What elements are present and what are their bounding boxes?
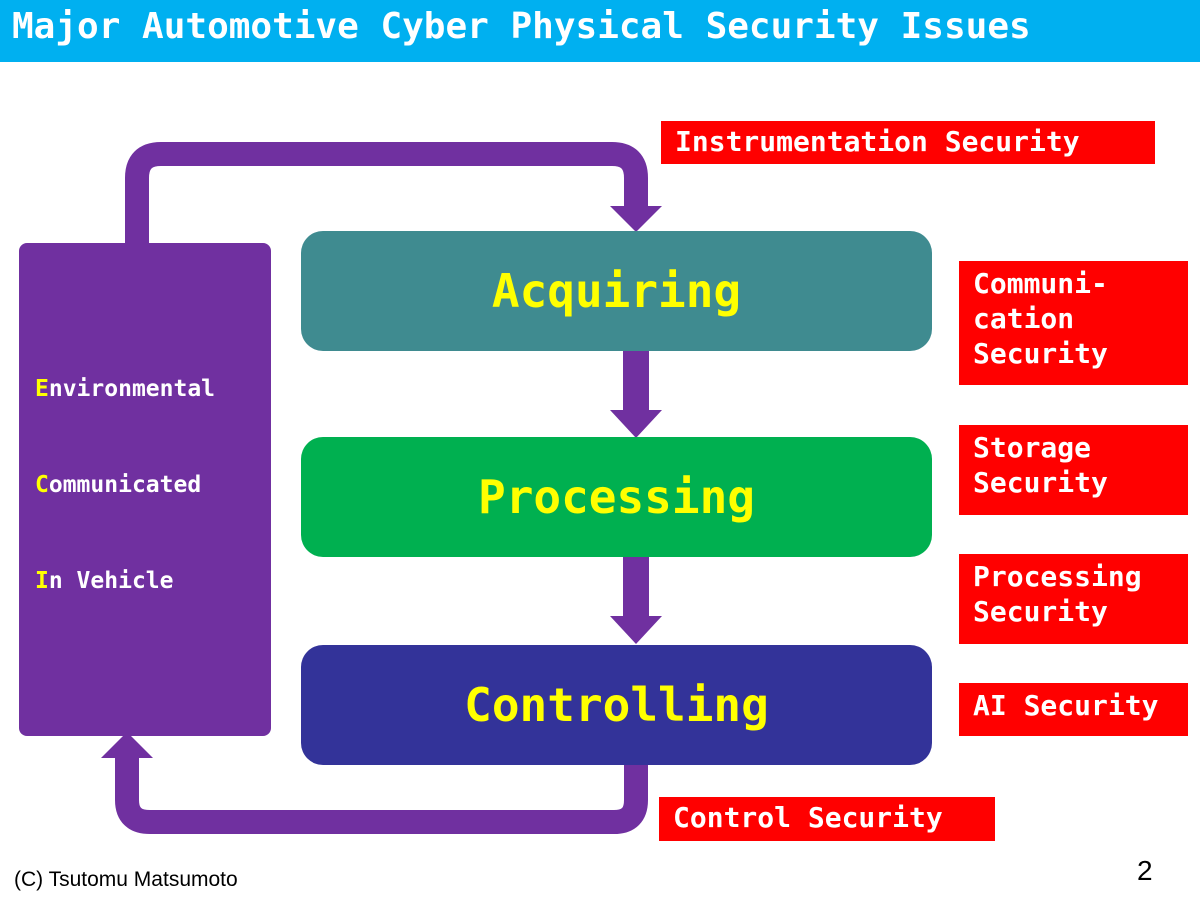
label-communication-security: Communi- cation Security xyxy=(959,261,1188,385)
stage-processing-label: Processing xyxy=(478,470,755,524)
label-control-security: Control Security xyxy=(659,797,995,841)
arrow-processing-controlling-head xyxy=(610,616,662,644)
label-storage-security: Storage Security xyxy=(959,425,1188,515)
label-processing-security: Processing Security xyxy=(959,554,1188,644)
page-number: 2 xyxy=(1137,855,1153,886)
stage-controlling: Controlling xyxy=(301,645,932,765)
feedback-arrow-bottom xyxy=(115,758,648,834)
env-item-communicated: Communicated xyxy=(35,472,202,498)
feedback-arrow-bottom-head xyxy=(101,732,153,758)
arrow-acquiring-processing xyxy=(623,348,649,410)
slide-title: Major Automotive Cyber Physical Security… xyxy=(12,6,1031,47)
stage-controlling-label: Controlling xyxy=(464,678,769,732)
env-item-in-vehicle: In Vehicle xyxy=(35,568,174,594)
feedback-arrow-top xyxy=(125,142,648,246)
stage-processing: Processing xyxy=(301,437,932,557)
copyright-text: (C) Tsutomu Matsumoto xyxy=(14,868,238,891)
stage-acquiring: Acquiring xyxy=(301,231,932,351)
arrow-acquiring-processing-head xyxy=(610,410,662,438)
arrow-processing-controlling xyxy=(623,554,649,616)
env-item-environmental: Environmental xyxy=(35,376,216,402)
label-ai-security: AI Security xyxy=(959,683,1188,736)
title-bar: Major Automotive Cyber Physical Security… xyxy=(0,0,1200,62)
feedback-arrow-top-head xyxy=(610,206,662,232)
stage-acquiring-label: Acquiring xyxy=(491,264,742,318)
environment-box: Environmental Communicated In Vehicle xyxy=(19,243,271,736)
label-instrumentation-security: Instrumentation Security xyxy=(661,121,1155,164)
